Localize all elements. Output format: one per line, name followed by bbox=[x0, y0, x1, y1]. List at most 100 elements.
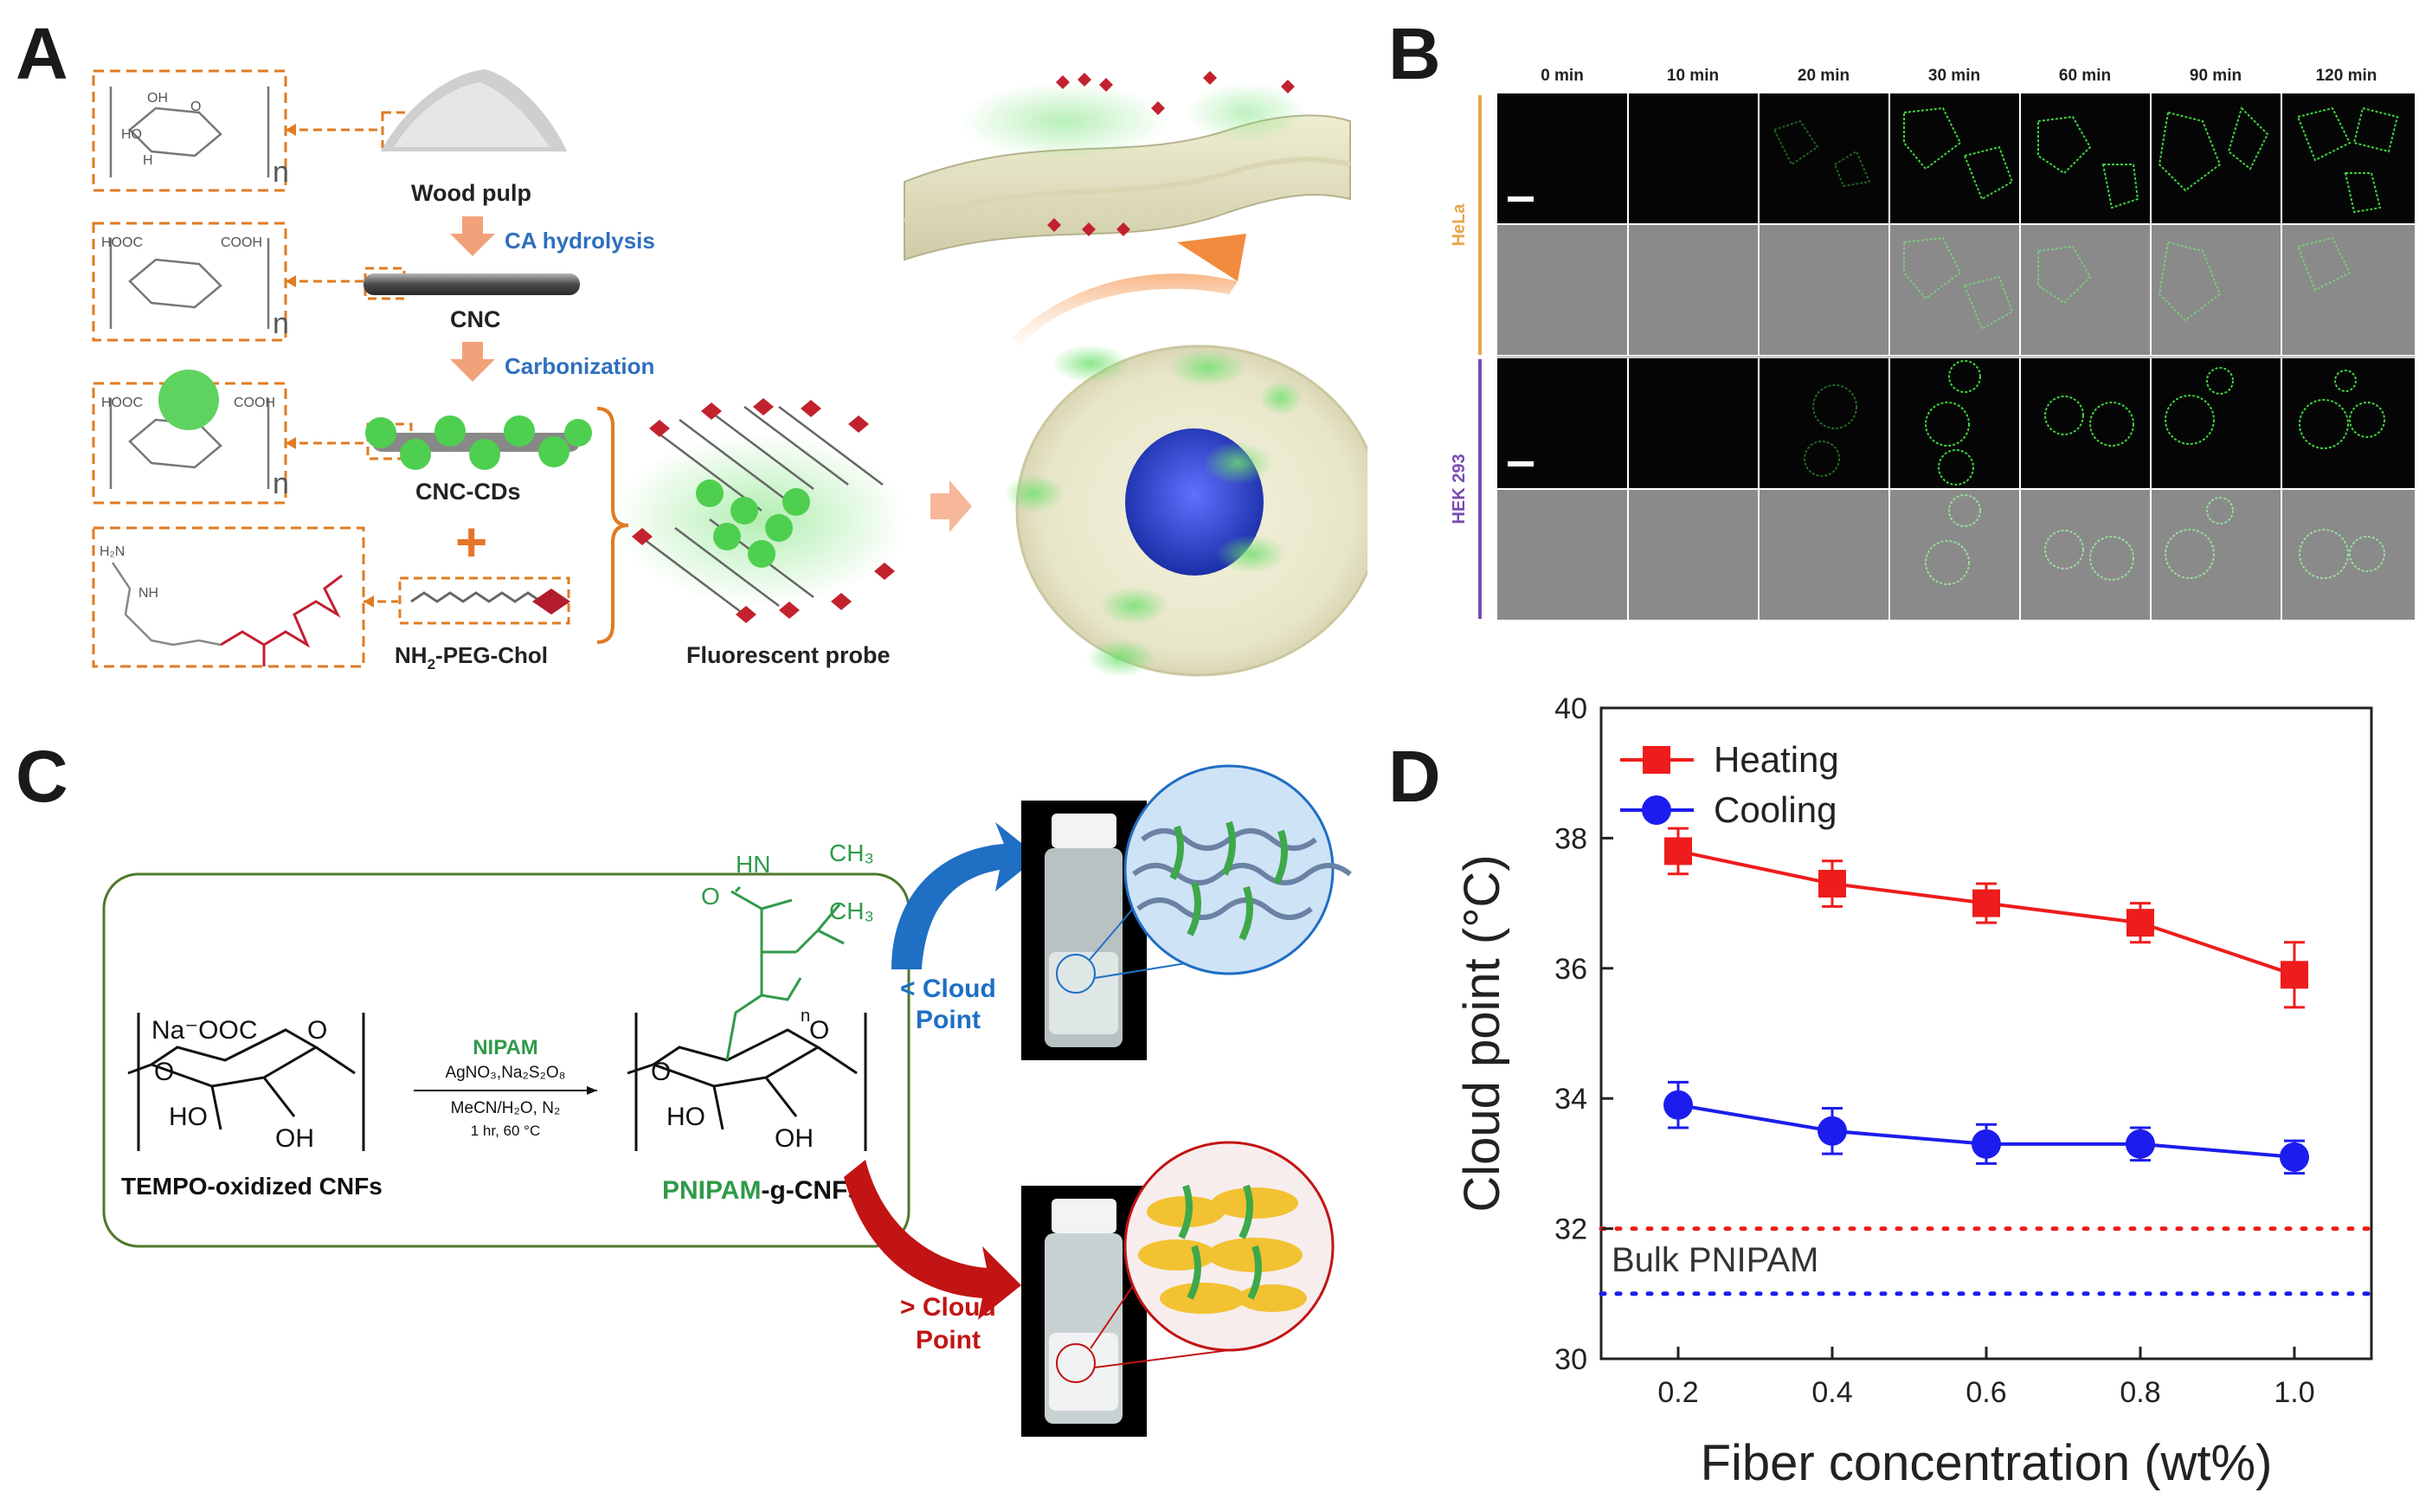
data-point-heating bbox=[1972, 889, 2000, 917]
panel-d-label: D bbox=[1388, 736, 1441, 817]
timepoint-label: 120 min bbox=[2316, 67, 2377, 85]
carbon-dot-hemisphere bbox=[158, 370, 219, 430]
y-tick-label: 36 bbox=[1554, 953, 1587, 986]
reagent-line-2: AgNO₃,Na₂S₂O₈ bbox=[445, 1064, 565, 1082]
y-tick-label: 40 bbox=[1554, 692, 1587, 725]
o-label-1: O bbox=[154, 1058, 174, 1086]
data-point-cooling bbox=[1663, 1090, 1693, 1120]
timepoint-label: 10 min bbox=[1667, 67, 1719, 85]
data-point-heating bbox=[1818, 870, 1846, 898]
plus-sign: + bbox=[455, 511, 487, 573]
ho-label-1: HO bbox=[169, 1103, 208, 1131]
reactant-label: TEMPO-oxidized CNFs bbox=[121, 1173, 383, 1200]
hela-fluorescence-row bbox=[1497, 93, 2415, 223]
x-tick-label: 0.2 bbox=[1657, 1376, 1698, 1409]
cnc-label: CNC bbox=[450, 306, 501, 332]
repeat-n-1: n bbox=[273, 156, 289, 189]
o-label: O bbox=[190, 100, 201, 114]
ho-label-2: HO bbox=[666, 1103, 705, 1131]
cooh-label-2: COOH bbox=[234, 396, 275, 410]
o-label-5: O bbox=[809, 1016, 829, 1045]
above-cloud-label-2: Point bbox=[916, 1326, 981, 1354]
reagent-line-4: 1 hr, 60 °C bbox=[471, 1123, 541, 1139]
carbonization-label: Carbonization bbox=[505, 353, 654, 379]
h-label: H bbox=[143, 153, 153, 168]
x-tick-label: 1.0 bbox=[2274, 1376, 2314, 1409]
reagent-line-3: MeCN/H₂O, N₂ bbox=[451, 1099, 561, 1117]
hooc-label-1: HOOC bbox=[101, 235, 143, 250]
hek293-label: HEK 293 bbox=[1450, 454, 1469, 524]
panel-c-label: C bbox=[16, 736, 68, 817]
o-label-3: O bbox=[701, 883, 720, 910]
repeat-n-3: n bbox=[273, 467, 289, 500]
cnc-cds-label: CNC-CDs bbox=[415, 479, 521, 505]
zoom-circle-extended bbox=[1123, 764, 1352, 975]
hela-membrane-signal bbox=[1773, 106, 2399, 214]
cellulose-structure-box bbox=[92, 69, 365, 668]
hek-membrane-signal bbox=[1804, 360, 2385, 486]
carbonization-arrow bbox=[450, 342, 495, 382]
x-tick-label: 0.6 bbox=[1966, 1376, 2006, 1409]
data-point-heating bbox=[1664, 837, 1692, 865]
legend-marker bbox=[1643, 746, 1670, 774]
timepoint-label: 30 min bbox=[1928, 67, 1980, 85]
product-structure bbox=[627, 1013, 867, 1151]
oh-label: OH bbox=[147, 91, 168, 106]
y-tick-label: 38 bbox=[1554, 822, 1587, 855]
panel-b-label: B bbox=[1388, 13, 1441, 94]
wood-pulp-label: Wood pulp bbox=[411, 180, 531, 206]
oh-label-1: OH bbox=[275, 1124, 314, 1153]
y-axis-label: Cloud point (°C) bbox=[1454, 854, 1510, 1212]
reaction-box bbox=[102, 872, 910, 1248]
product-label: PNIPAM-g-CNFs bbox=[662, 1176, 862, 1205]
ho-label: HO bbox=[121, 127, 142, 142]
data-point-cooling bbox=[1972, 1129, 2001, 1159]
timepoint-label: 60 min bbox=[2059, 67, 2111, 85]
above-cloud-label-1: > Cloud bbox=[900, 1293, 996, 1322]
y-tick-label: 32 bbox=[1554, 1213, 1587, 1246]
zoom-beam bbox=[1177, 234, 1246, 281]
cholesterol-diamond bbox=[532, 589, 570, 614]
na-ooc-label: Na⁻OOC bbox=[151, 1016, 258, 1045]
hooc-label-2: HOOC bbox=[101, 396, 143, 410]
data-point-heating bbox=[2126, 909, 2154, 937]
peg-chol-label: NH2-PEG-Chol bbox=[395, 642, 548, 672]
legend-label-cooling: Cooling bbox=[1714, 789, 1837, 830]
legend-label-heating: Heating bbox=[1714, 739, 1839, 780]
pnipam-graft bbox=[725, 885, 845, 1061]
ch3-label-2: CH₃ bbox=[829, 898, 874, 924]
peg-chain bbox=[410, 591, 542, 603]
data-point-cooling bbox=[2280, 1142, 2309, 1172]
timepoint-label: 20 min bbox=[1798, 67, 1850, 85]
data-point-heating bbox=[2281, 961, 2308, 989]
probe-to-cell-arrow bbox=[930, 480, 972, 532]
ca-hydrolysis-label: CA hydrolysis bbox=[505, 228, 655, 254]
cell-illustration bbox=[1004, 344, 1367, 677]
y-tick-label: 30 bbox=[1554, 1343, 1587, 1376]
oh-label-2: OH bbox=[775, 1124, 814, 1153]
nh-label: NH bbox=[138, 586, 158, 601]
below-cloud-label-2: Point bbox=[916, 1006, 981, 1034]
reactant-structure bbox=[127, 1013, 365, 1151]
hela-label: HeLa bbox=[1450, 203, 1469, 247]
cooh-label-1: COOH bbox=[221, 235, 262, 250]
cnc-rod bbox=[364, 273, 580, 295]
timepoint-label: 0 min bbox=[1541, 67, 1584, 85]
n-label: n bbox=[801, 1007, 810, 1026]
hek-brightfield-row bbox=[1497, 490, 2415, 620]
below-cloud-label-1: < Cloud bbox=[900, 975, 996, 1003]
x-axis-label: Fiber concentration (wt%) bbox=[1701, 1435, 2273, 1491]
fluorescent-probe-label: Fluorescent probe bbox=[686, 642, 891, 668]
hek-brightfield-signal bbox=[1925, 494, 2385, 585]
x-tick-label: 0.8 bbox=[2120, 1376, 2160, 1409]
panel-a-label: A bbox=[16, 13, 68, 94]
lipid-membrane bbox=[904, 71, 1351, 261]
panel-a-schematic: n n n OH O H HO HOOC COOH HOOC COOH H₂N … bbox=[92, 69, 1367, 677]
hela-brightfield-row bbox=[1497, 225, 2415, 355]
fluorescent-probe bbox=[614, 398, 909, 623]
h2n-label: H₂N bbox=[100, 544, 125, 559]
y-tick-label: 34 bbox=[1554, 1083, 1587, 1116]
ca-hydrolysis-arrow bbox=[450, 216, 495, 256]
o-label-2: O bbox=[307, 1016, 327, 1045]
